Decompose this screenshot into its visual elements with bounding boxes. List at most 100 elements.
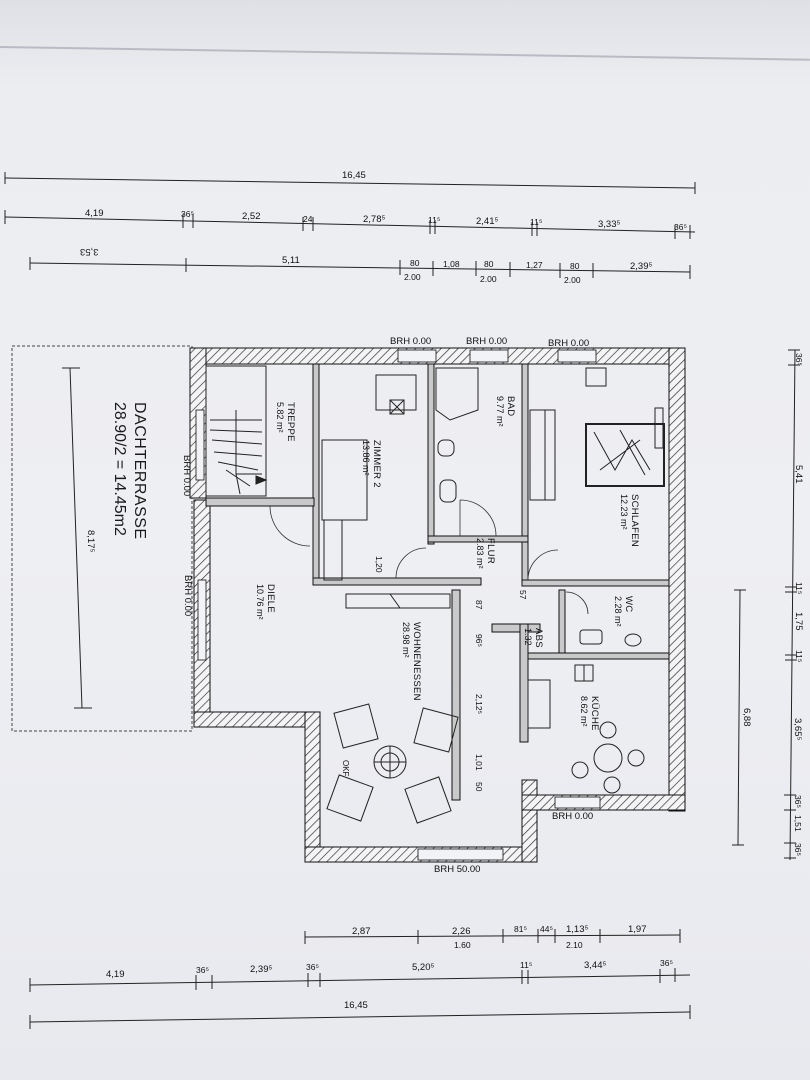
dim-right-5: 11⁵ <box>794 650 804 663</box>
room-wc: WC 2.28 m² <box>613 596 634 627</box>
dim-interior-2: 87 <box>474 600 484 610</box>
dim-right-3: 11⁵ <box>794 582 804 595</box>
room-treppe: TREPPE 5.82 m² <box>275 402 296 442</box>
furniture <box>321 367 665 824</box>
dim-bottom-5: 1,13⁵ <box>566 924 589 935</box>
terrace-area: 28.90/2 = 14.45m2 <box>111 402 128 536</box>
room-name: ABS <box>533 628 544 648</box>
room-name: WC <box>623 596 634 613</box>
dim-bottom-3: 81⁵ <box>514 924 527 934</box>
dim-bottom-1: 2,87 <box>352 926 371 937</box>
brh-top-right: BRH 0.00 <box>548 338 590 349</box>
dim-top-rotated: 3,53 <box>80 246 99 257</box>
room-zimmer2: ZIMMER 2 13.86 m² <box>361 440 382 488</box>
dim-right-9: 1,51 <box>793 815 803 832</box>
room-diele: DIELE 10.76 m² <box>255 584 276 620</box>
room-area: 13.86 m² <box>361 440 371 476</box>
room-area: 8.62 m² <box>579 696 589 727</box>
dim-bottom2-6: 11⁵ <box>520 960 533 970</box>
dim-bottom2-7: 3,44⁵ <box>584 960 607 971</box>
roof-terrace-outline <box>11 345 193 732</box>
dim-right-1: 36⁵ <box>794 353 804 366</box>
room-name: ZIMMER 2 <box>371 440 382 488</box>
room-name: FLUR <box>485 538 496 565</box>
dim-mid-6: 80 <box>570 261 580 271</box>
dim-right-10: 36⁵ <box>793 843 803 856</box>
dim-bottom-sub-1: 1.60 <box>454 940 471 950</box>
dim-top-1: 4,19 <box>85 208 104 219</box>
dim-interior-1: 1,20 <box>374 556 384 573</box>
dim-right-7: 6,88 <box>741 708 752 727</box>
dim-bottom-4: 44⁵ <box>540 924 553 934</box>
right-dimension-lines <box>732 349 800 861</box>
dim-bottom2-8: 36⁵ <box>660 958 673 968</box>
dim-top-overall: 16,45 <box>342 170 366 181</box>
room-name: TREPPE <box>285 402 296 442</box>
brh-right-bottom: BRH 0.00 <box>552 811 594 822</box>
dim-bottom2-2: 36⁵ <box>196 965 209 975</box>
room-name: WOHNENESSEN <box>411 622 422 701</box>
room-name: BAD <box>505 396 516 417</box>
dim-interior-7: 57 <box>518 590 528 600</box>
dim-mid-5: 1,27 <box>526 260 543 270</box>
dim-mid-3: 1,08 <box>443 259 460 269</box>
dim-mid-7: 2,39⁵ <box>630 261 653 272</box>
dim-mid-2: 80 <box>410 258 420 268</box>
brh-left-upper: BRH 0.00 <box>181 455 192 497</box>
dim-top-5: 2,78⁵ <box>363 214 386 225</box>
dim-top-9: 3,33⁵ <box>598 219 621 230</box>
door-swings <box>269 499 589 615</box>
dim-top-10: 36⁵ <box>674 222 687 232</box>
dim-sub-3: 2.00 <box>564 275 581 285</box>
room-area: 5.82 m² <box>275 402 285 433</box>
room-area: 12.23 m² <box>619 494 629 530</box>
windows <box>195 349 601 861</box>
dim-top-8: 11⁵ <box>530 217 543 227</box>
dim-bottom2-4: 36⁵ <box>306 962 319 972</box>
dim-top-4: 24 <box>303 214 313 224</box>
room-area: 2.83 m² <box>475 538 485 569</box>
room-name: DIELE <box>265 584 276 613</box>
brh-top-mid: BRH 0.00 <box>466 336 508 347</box>
dim-sub-2: 2.00 <box>480 274 497 284</box>
dim-terrace-depth: 8,17⁵ <box>85 530 96 553</box>
dim-top-3: 2,52 <box>242 211 261 222</box>
dim-interior-3: 96⁵ <box>474 634 484 647</box>
dim-bottom-sub-2: 2.10 <box>566 940 583 950</box>
dim-interior-5: 1,01 <box>474 754 484 771</box>
top-dimension-lines <box>4 172 696 279</box>
room-name: SCHLAFEN <box>629 494 640 548</box>
room-bad: BAD 9.77 m² <box>495 396 516 427</box>
brh-bottom: BRH 50.00 <box>434 864 481 875</box>
room-name: KÜCHE <box>589 696 600 731</box>
fireplace-label: OKF <box>341 760 350 777</box>
dim-bottom2-5: 5,20⁵ <box>412 962 435 973</box>
dim-top-2: 36⁵ <box>181 209 194 219</box>
dim-interior-6: 50 <box>474 782 484 792</box>
brh-top-left: BRH 0.00 <box>390 336 432 347</box>
dim-interior-4: 2,12⁵ <box>474 694 484 715</box>
room-area: 2.28 m² <box>613 596 623 627</box>
dim-bottom-2: 2,26 <box>452 926 471 937</box>
dim-top-7: 2,41⁵ <box>476 216 499 227</box>
room-area: 10.76 m² <box>255 584 265 620</box>
room-kueche: KÜCHE 8.62 m² <box>579 696 600 731</box>
interior-walls <box>205 363 670 801</box>
room-wohnenessen: WOHNENESSEN 28.98 m² <box>401 622 422 701</box>
dim-mid-4: 80 <box>484 259 494 269</box>
dim-bottom-overall: 16,45 <box>344 1000 368 1011</box>
room-area: 9.77 m² <box>495 396 505 427</box>
room-schlafen: SCHLAFEN 12.23 m² <box>619 494 640 547</box>
dim-right-6: 3,65⁵ <box>792 718 803 741</box>
room-area: 1.32 <box>523 628 533 646</box>
dim-bottom-6: 1,97 <box>628 924 647 935</box>
dim-top-6: 11⁵ <box>428 215 441 225</box>
dim-bottom2-1: 4,19 <box>106 969 125 980</box>
dim-sub-1: 2.00 <box>404 272 421 282</box>
dim-mid-1: 5,11 <box>282 255 300 266</box>
dim-right-8: 36⁵ <box>793 795 803 808</box>
brh-left-lower: BRH 0.00 <box>182 575 193 617</box>
room-abs: ABS 1.32 <box>523 628 544 648</box>
